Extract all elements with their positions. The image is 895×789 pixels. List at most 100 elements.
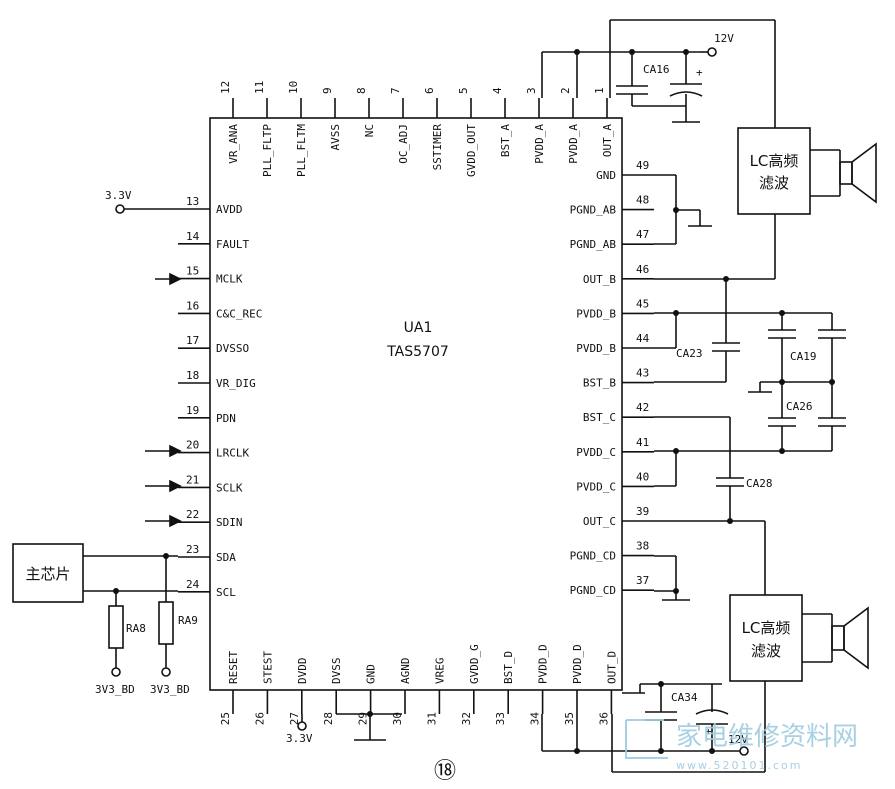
ra8-label: RA8 (126, 622, 146, 635)
ra9-resistor (158, 601, 174, 645)
left-pin-number: 23 (186, 543, 199, 556)
ca16-label: CA16 (643, 63, 670, 76)
top-pin-name: PVDD_A (533, 124, 546, 164)
left-pin-name: SDA (216, 551, 236, 564)
left-pin-name: FAULT (216, 238, 249, 251)
left-pin-number: 24 (186, 578, 200, 591)
top-pin-name: PLL_FLTP (261, 124, 274, 177)
ca28-label: CA28 (746, 477, 773, 490)
left-pin-number: 17 (186, 334, 199, 347)
bottom-pin-number: 36 (597, 712, 610, 725)
top-supply-terminal (707, 47, 717, 57)
left-pin-number: 16 (186, 299, 199, 312)
top-pin-name: GVDD_OUT (465, 124, 478, 177)
left-pin-name: SCLK (216, 481, 243, 494)
left-pin-name: C&C_REC (216, 307, 262, 320)
left-circuit: 3.3V 主芯片 RA8 3V3_BD R (12, 189, 198, 696)
bottom-pin-group: RESET25STEST26DVDD27DVSS28GND29AGND30VRE… (219, 644, 618, 725)
top-pin-number: 2 (559, 87, 572, 94)
pullup-a-label: 3V3_BD (95, 683, 135, 696)
left-pin-name: DVSSO (216, 342, 249, 355)
bottom-pin-number: 30 (391, 712, 404, 725)
left-pin-name: MCLK (216, 273, 243, 286)
right-pin-name: OUT_B (583, 273, 616, 286)
top-pin-name: SSTIMER (431, 124, 444, 171)
bottom-pin-number: 29 (357, 712, 370, 725)
top-pin-number: 10 (287, 81, 300, 94)
right-pin-name: BST_B (583, 377, 616, 390)
left-pin-group: 13AVDD14FAULT15MCLK16C&C_REC17DVSSO18VR_… (178, 195, 262, 599)
avdd-supply-label: 3.3V (105, 189, 132, 202)
watermark: 家电维修资料网 www.520101.com (625, 719, 858, 772)
right-pin-name: PVDD_B (576, 342, 616, 355)
right-pin-group: 49GND48PGND_AB47PGND_AB46OUT_B45PVDD_B44… (570, 159, 654, 597)
right-pin-number: 37 (636, 574, 649, 587)
right-pin-number: 47 (636, 228, 649, 241)
top-supply-label: 12V (714, 32, 734, 45)
left-pin-name: LRCLK (216, 447, 249, 460)
chip-body: UA1 TAS5707 (209, 117, 623, 691)
ca26-label: CA26 (786, 400, 813, 413)
right-pin-name: PGND_AB (570, 238, 617, 251)
bottom-pin-name: DVSS (330, 658, 343, 685)
top-pin-name: NC (363, 124, 376, 137)
right-pin-name: PVDD_B (576, 307, 616, 320)
chip-ref: UA1 (404, 320, 433, 336)
watermark-text: 家电维修资料网 (676, 722, 858, 752)
left-pin-number: 19 (186, 404, 199, 417)
bottom-pin-name: AGND (399, 658, 412, 685)
top-pin-name: PLL_FLTM (295, 124, 308, 177)
bottom-pin-number: 35 (563, 712, 576, 725)
chip-part: TAS5707 (386, 344, 449, 360)
right-pin-number: 39 (636, 505, 649, 518)
left-pin-number: 20 (186, 439, 199, 452)
top-right-circuit: 12V CA16 + LC高频 滤波 (541, 19, 877, 279)
right-pin-number: 42 (636, 401, 649, 414)
watermark-logo-icon (625, 719, 668, 759)
bottom-supply-label: 12V (728, 733, 748, 746)
top-pin-name: VR_ANA (227, 124, 240, 164)
top-pin-name: OUT_A (601, 124, 614, 157)
right-pin-name: GND (596, 169, 616, 182)
bottom-pin-name: BST_D (502, 651, 515, 684)
right-pin-number: 41 (636, 436, 649, 449)
lc-filter-bottom (729, 594, 803, 682)
top-pin-name: AVSS (329, 124, 342, 151)
left-pin-number: 18 (186, 369, 199, 382)
bottom-pin-name: STEST (261, 651, 274, 684)
top-pin-number: 8 (355, 87, 368, 94)
top-pin-number: 6 (423, 87, 436, 94)
ra8-resistor (108, 605, 124, 649)
right-pin-number: 46 (636, 263, 649, 276)
right-pin-name: BST_C (583, 411, 616, 424)
left-pin-number: 13 (186, 195, 199, 208)
left-pin-number: 21 (186, 473, 199, 486)
right-pin-number: 38 (636, 540, 649, 553)
top-pin-group: 12VR_ANA11PLL_FLTP10PLL_FLTM9AVSS8NC7OC_… (219, 81, 614, 177)
right-pin-name: PVDD_C (576, 480, 616, 493)
left-pin-name: VR_DIG (216, 377, 256, 390)
lc-filter-bottom-line1: LC高频 (742, 619, 791, 637)
top-pin-number: 9 (321, 87, 334, 94)
right-pin-number: 43 (636, 367, 649, 380)
pullup-b-label: 3V3_BD (150, 683, 190, 696)
bottom-pin-name: OUT_D (605, 651, 618, 684)
bottom-pin-name: DVDD (296, 658, 309, 685)
left-pin-name: PDN (216, 412, 236, 425)
speaker-bottom-icon (831, 606, 869, 670)
bottom-pin-name: GND (365, 664, 378, 684)
figure-number: ⑱ (434, 759, 456, 784)
top-pin-number: 7 (389, 87, 402, 94)
main-chip-box (12, 543, 84, 603)
dvdd-supply-label: 3.3V (286, 732, 313, 745)
bottom-circuit: 3.3V 12V CA34 + (286, 681, 749, 756)
right-pin-number: 48 (636, 194, 649, 207)
left-pin-name: SDIN (216, 516, 243, 529)
bottom-pin-number: 25 (219, 712, 232, 725)
bottom-pin-number: 33 (494, 712, 507, 725)
bottom-pin-number: 28 (322, 712, 335, 725)
ca34-label: CA34 (671, 691, 698, 704)
bottom-supply-terminal (739, 746, 749, 756)
bottom-pin-name: RESET (227, 651, 240, 684)
top-pin-number: 12 (219, 81, 232, 94)
